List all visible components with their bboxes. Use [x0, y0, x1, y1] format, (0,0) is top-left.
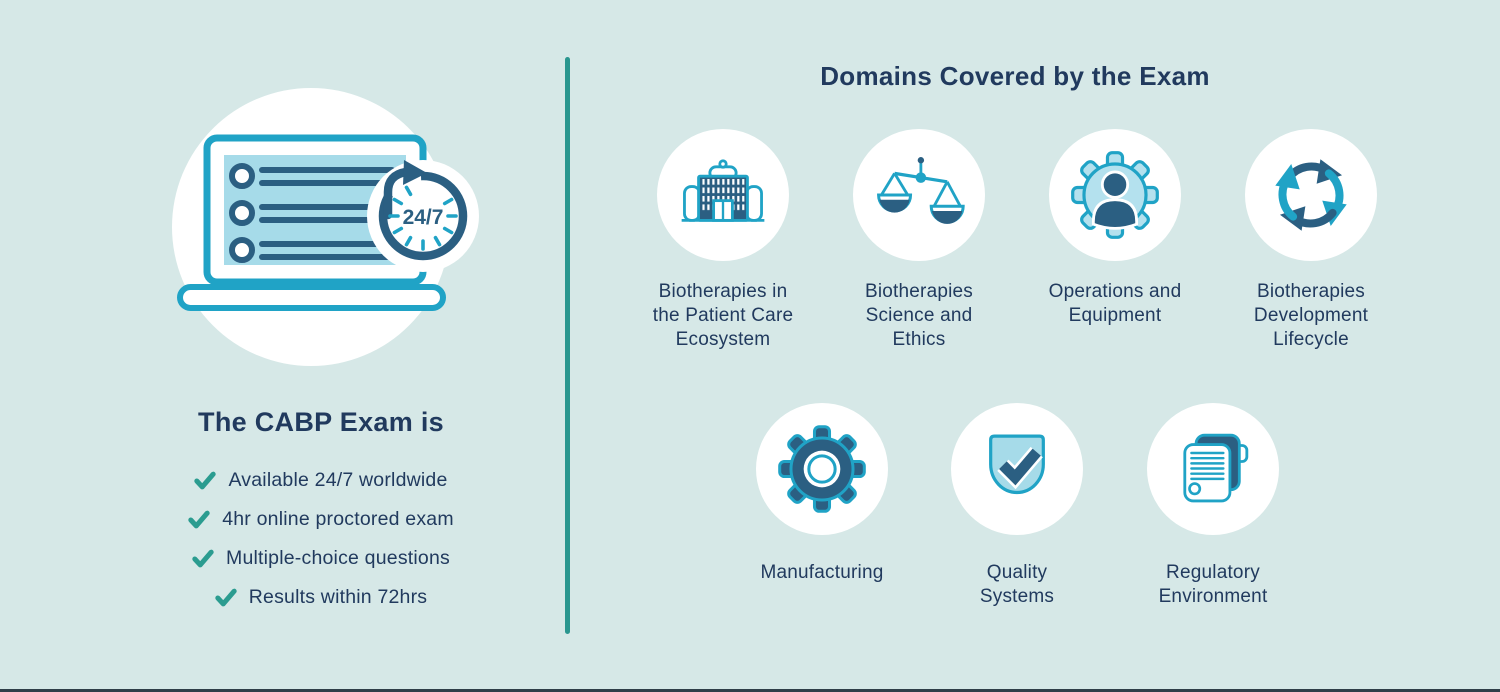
balance-scale-icon: [877, 157, 965, 224]
domain-icon-circle: [657, 129, 789, 261]
gear-icon: [778, 425, 866, 513]
domain-label: Biotherapies Science and Ethics: [864, 281, 974, 350]
domain-icon-circle: [1245, 129, 1377, 261]
feature-row: 4hr online proctored exam: [46, 500, 596, 539]
domain-label: Manufacturing: [760, 562, 884, 583]
right-panel-heading: Domains Covered by the Exam: [820, 61, 1210, 91]
domain-item-quality-systems: Quality Systems: [917, 403, 1117, 609]
feature-row: Multiple-choice questions: [46, 539, 596, 578]
hospital-building-icon: [681, 159, 765, 222]
domain-label: Biotherapies in the Patient Care Ecosyst…: [652, 281, 794, 350]
feature-label: Results within 72hrs: [248, 586, 428, 608]
feature-row: Available 24/7 worldwide: [46, 461, 596, 500]
bottom-edge-strip: [0, 689, 1500, 692]
left-panel-heading: The CABP Exam is: [198, 407, 444, 437]
laptop-247-illustration: 24/7: [150, 70, 490, 390]
domain-item-development-lifecycle: Biotherapies Development Lifecycle: [1211, 129, 1411, 352]
clock-label: 24/7: [403, 206, 444, 229]
domain-label: Quality Systems: [979, 562, 1055, 607]
domain-item-patient-care-ecosystem: Biotherapies in the Patient Care Ecosyst…: [623, 129, 823, 352]
domain-icon-circle: [756, 403, 888, 535]
cycle-arrows-icon: [1264, 148, 1358, 242]
domain-item-regulatory-environment: Regulatory Environment: [1113, 403, 1313, 609]
domain-label: Biotherapies Development Lifecycle: [1253, 281, 1369, 350]
exam-feature-list: Available 24/7 worldwide 4hr online proc…: [46, 461, 596, 617]
domain-icon-circle: [1147, 403, 1279, 535]
check-icon: [192, 549, 214, 567]
check-icon: [215, 588, 237, 606]
domain-item-science-ethics: Biotherapies Science and Ethics: [819, 129, 1019, 352]
check-icon: [188, 510, 210, 528]
feature-label: 4hr online proctored exam: [222, 508, 454, 530]
feature-row: Results within 72hrs: [46, 578, 596, 617]
clock-247-icon: 24/7: [367, 160, 479, 272]
shield-check-icon: [989, 434, 1045, 495]
domain-icon-circle: [951, 403, 1083, 535]
laptop-icon: [177, 134, 446, 311]
domain-item-manufacturing: Manufacturing: [722, 403, 922, 585]
vertical-divider: [565, 57, 570, 634]
feature-label: Available 24/7 worldwide: [228, 469, 448, 491]
check-icon: [194, 471, 217, 489]
documents-icon: [1183, 433, 1249, 503]
gear-person-icon: [1071, 151, 1159, 239]
domain-label: Regulatory Environment: [1158, 562, 1268, 607]
feature-label: Multiple-choice questions: [226, 547, 450, 569]
domain-icon-circle: [1049, 129, 1181, 261]
laptop-247-illustration-svg: 24/7: [172, 88, 479, 366]
domain-item-operations-equipment: Operations and Equipment: [1015, 129, 1215, 328]
domain-label: Operations and Equipment: [1048, 281, 1182, 326]
domain-icon-circle: [853, 129, 985, 261]
